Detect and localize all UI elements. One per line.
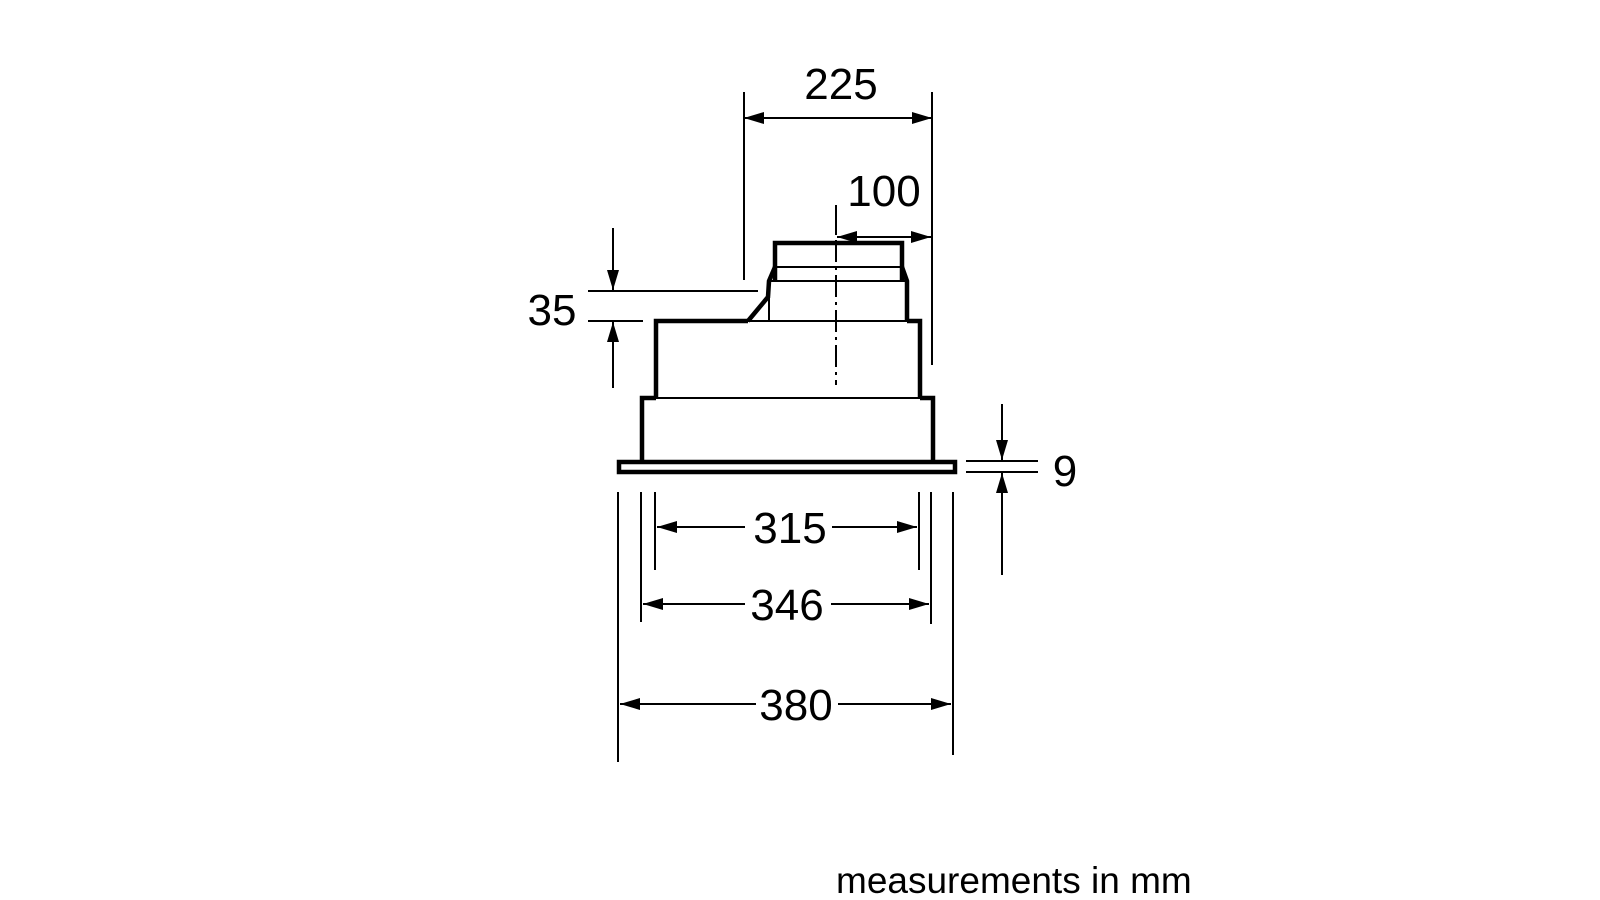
dimension-label-9: 9 (1053, 447, 1077, 496)
units-note: measurements in mm (836, 860, 1192, 900)
hood-outline (616, 205, 958, 475)
dimension-label-35: 35 (528, 286, 577, 335)
lower-body (639, 395, 936, 462)
dimension-315: 315 (654, 492, 920, 570)
dimension-label-315: 315 (753, 504, 826, 553)
dimension-label-380: 380 (759, 681, 832, 730)
upper-body (653, 318, 923, 398)
dimension-346: 346 (640, 492, 932, 630)
outlet-collar (772, 240, 905, 280)
dimension-225: 225 (743, 60, 933, 365)
dimension-label-346: 346 (750, 581, 823, 630)
flange (616, 459, 958, 475)
dimension-9: 9 (966, 404, 1077, 575)
outlet-neck (746, 266, 910, 323)
dimension-380: 380 (617, 492, 954, 762)
dimension-35: 35 (528, 228, 758, 388)
dimension-label-225: 225 (804, 60, 877, 109)
dimension-label-100: 100 (847, 167, 920, 216)
dimension-100: 100 (835, 167, 931, 243)
